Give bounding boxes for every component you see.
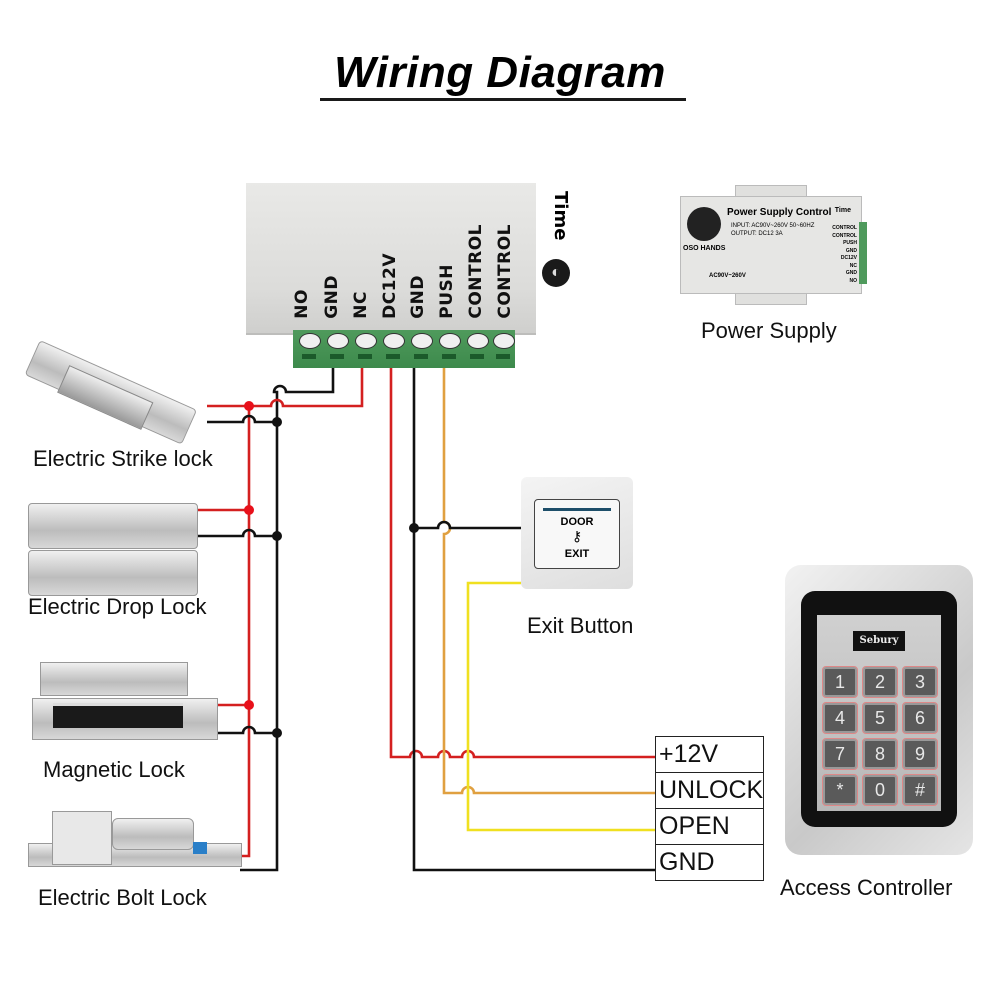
exit-button-device: DOOR ⚷ EXIT [521, 477, 633, 589]
screw-icon [355, 333, 377, 349]
indicator-bar [543, 508, 611, 511]
terminal-label-push: PUSH [437, 264, 457, 319]
junction-dot [272, 728, 282, 738]
psu-input-spec: INPUT: AC90V~260V 50~60HZ [731, 223, 815, 229]
wire-nc-power [207, 366, 364, 408]
screw-icon [493, 333, 515, 349]
psu-terminal-block [859, 222, 867, 284]
keypad-key[interactable]: 6 [902, 702, 938, 734]
terminal-label-control: CONTROL [466, 224, 486, 319]
terminal-label-no: NO [292, 289, 312, 319]
screw-icon [327, 333, 349, 349]
screw-icon [383, 333, 405, 349]
wire-exit-ground [414, 520, 521, 530]
keypad-key[interactable]: 3 [902, 666, 938, 698]
terminal-open: OPEN [654, 808, 765, 845]
psu-time-label: Time [834, 207, 851, 214]
keypad-brand: Sebury [853, 631, 905, 651]
keypad-key[interactable]: * [822, 774, 858, 806]
psu-brand: OSO HANDS [683, 245, 726, 252]
key-icon: ⚷ [571, 528, 583, 544]
wire-drop-ground [196, 528, 277, 538]
bolt-lock-terminal [193, 842, 207, 854]
bolt-lock-cylinder [112, 818, 194, 850]
clock-dial-icon: ◐ [542, 259, 570, 287]
terminal-label-nc: NC [351, 291, 371, 319]
junction-dot [244, 700, 254, 710]
keypad-key[interactable]: 0 [862, 774, 898, 806]
keypad-key[interactable]: 4 [822, 702, 858, 734]
power-supply-label: Power Supply [701, 318, 837, 343]
psu-output-spec: OUTPUT: DC12 3A [731, 231, 783, 237]
exit-button-door-text: DOOR [560, 516, 594, 528]
hand-logo-icon [687, 207, 721, 241]
connection-terminal-table: +12V UNLOCK OPEN GND [654, 736, 765, 881]
wire-open [466, 581, 655, 832]
keypad-key[interactable]: 1 [822, 666, 858, 698]
title-underline [320, 98, 686, 101]
electric-drop-lock-label: Electric Drop Lock [28, 594, 207, 619]
wire-gnd [412, 366, 655, 872]
junction-dot [244, 505, 254, 515]
junction-dot [244, 401, 254, 411]
screw-icon [467, 333, 489, 349]
terminal-unlock: UNLOCK [654, 772, 765, 809]
electric-drop-lock-image [28, 503, 198, 549]
power-supply-unit: OSO HANDS Power Supply Control INPUT: AC… [680, 196, 862, 294]
screw-icon [299, 333, 321, 349]
terminal-label-gnd: GND [322, 275, 342, 319]
psu-rating: AC90V~260V [709, 273, 746, 279]
terminal-label-gnd-2: GND [408, 275, 428, 319]
junction-dot [272, 531, 282, 541]
magnetic-lock-armature [40, 662, 188, 696]
terminal-label-control-2: CONTROL [495, 224, 515, 319]
wire-strike-ground [207, 414, 277, 424]
access-controller-label: Access Controller [780, 875, 953, 900]
magnetic-lock-image [32, 698, 218, 740]
terminal-block [293, 330, 515, 368]
wire-red-bus [232, 406, 251, 858]
bolt-lock-info-box [52, 811, 112, 865]
keypad-key[interactable]: # [902, 774, 938, 806]
keypad-key[interactable]: 5 [862, 702, 898, 734]
terminal-gnd: GND [654, 844, 765, 881]
controller-unit: NO GND NC DC12V GND PUSH CONTROL CONTROL… [246, 183, 571, 335]
keypad-key[interactable]: 8 [862, 738, 898, 770]
electric-bolt-lock-label: Electric Bolt Lock [38, 885, 207, 910]
screw-icon [411, 333, 433, 349]
screw-icon [439, 333, 461, 349]
terminal-12v: +12V [654, 736, 765, 773]
terminal-label-dc12v: DC12V [380, 253, 400, 319]
keypad-key[interactable]: 9 [902, 738, 938, 770]
electric-strike-lock-label: Electric Strike lock [33, 446, 213, 471]
wire-no-ground [240, 366, 335, 872]
exit-button-label: Exit Button [527, 613, 634, 638]
electric-drop-lock-plate [28, 550, 198, 596]
junction-dot [272, 417, 282, 427]
keypad-key[interactable]: 2 [862, 666, 898, 698]
magnetic-lock-label: Magnetic Lock [43, 757, 185, 782]
junction-dot [409, 523, 419, 533]
wire-mag-ground [216, 725, 277, 735]
keypad-key[interactable]: 7 [822, 738, 858, 770]
psu-title: Power Supply Control [727, 207, 832, 218]
diagram-title: Wiring Diagram [334, 48, 666, 97]
exit-button-exit-text: EXIT [564, 548, 590, 560]
time-label: Time [550, 191, 571, 241]
